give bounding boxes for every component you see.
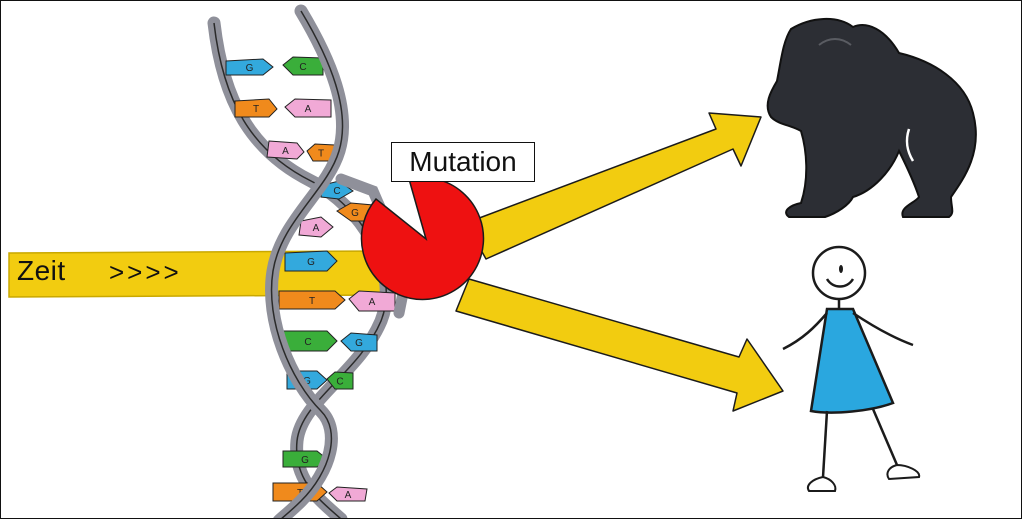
base-letter: G: [301, 455, 309, 466]
base-letter: T: [309, 296, 315, 307]
base-letter: A: [345, 490, 352, 501]
time-label: Zeit: [17, 255, 66, 286]
dna-strand-front-outline: [270, 10, 344, 518]
base-letter: G: [303, 376, 311, 387]
base-letter: C: [336, 377, 343, 388]
base-letter: T: [318, 149, 324, 160]
base-letter: G: [351, 208, 359, 219]
base-letter: G: [307, 257, 315, 268]
time-direction-arrows: >>>>: [109, 257, 182, 287]
base-letter: C: [304, 337, 311, 348]
base-letter: A: [282, 146, 289, 157]
arrow-to-gorilla: [465, 112, 762, 260]
base-letter: G: [246, 63, 254, 74]
mutation-circle: [360, 176, 485, 301]
gorilla-figure: [766, 17, 977, 218]
base-letter: C: [333, 186, 340, 197]
base-letter: C: [299, 62, 306, 73]
base-letter: A: [313, 223, 320, 234]
base-letter: A: [369, 297, 376, 308]
mutation-label: Mutation: [391, 142, 535, 182]
base-letter: G: [355, 338, 363, 349]
base-letter: A: [305, 104, 312, 115]
base-letter: T: [253, 104, 259, 115]
base-pair: G: [284, 250, 338, 272]
base-pair: A: [298, 216, 334, 238]
human-figure: [782, 245, 921, 492]
arrow-to-human: [455, 278, 784, 412]
